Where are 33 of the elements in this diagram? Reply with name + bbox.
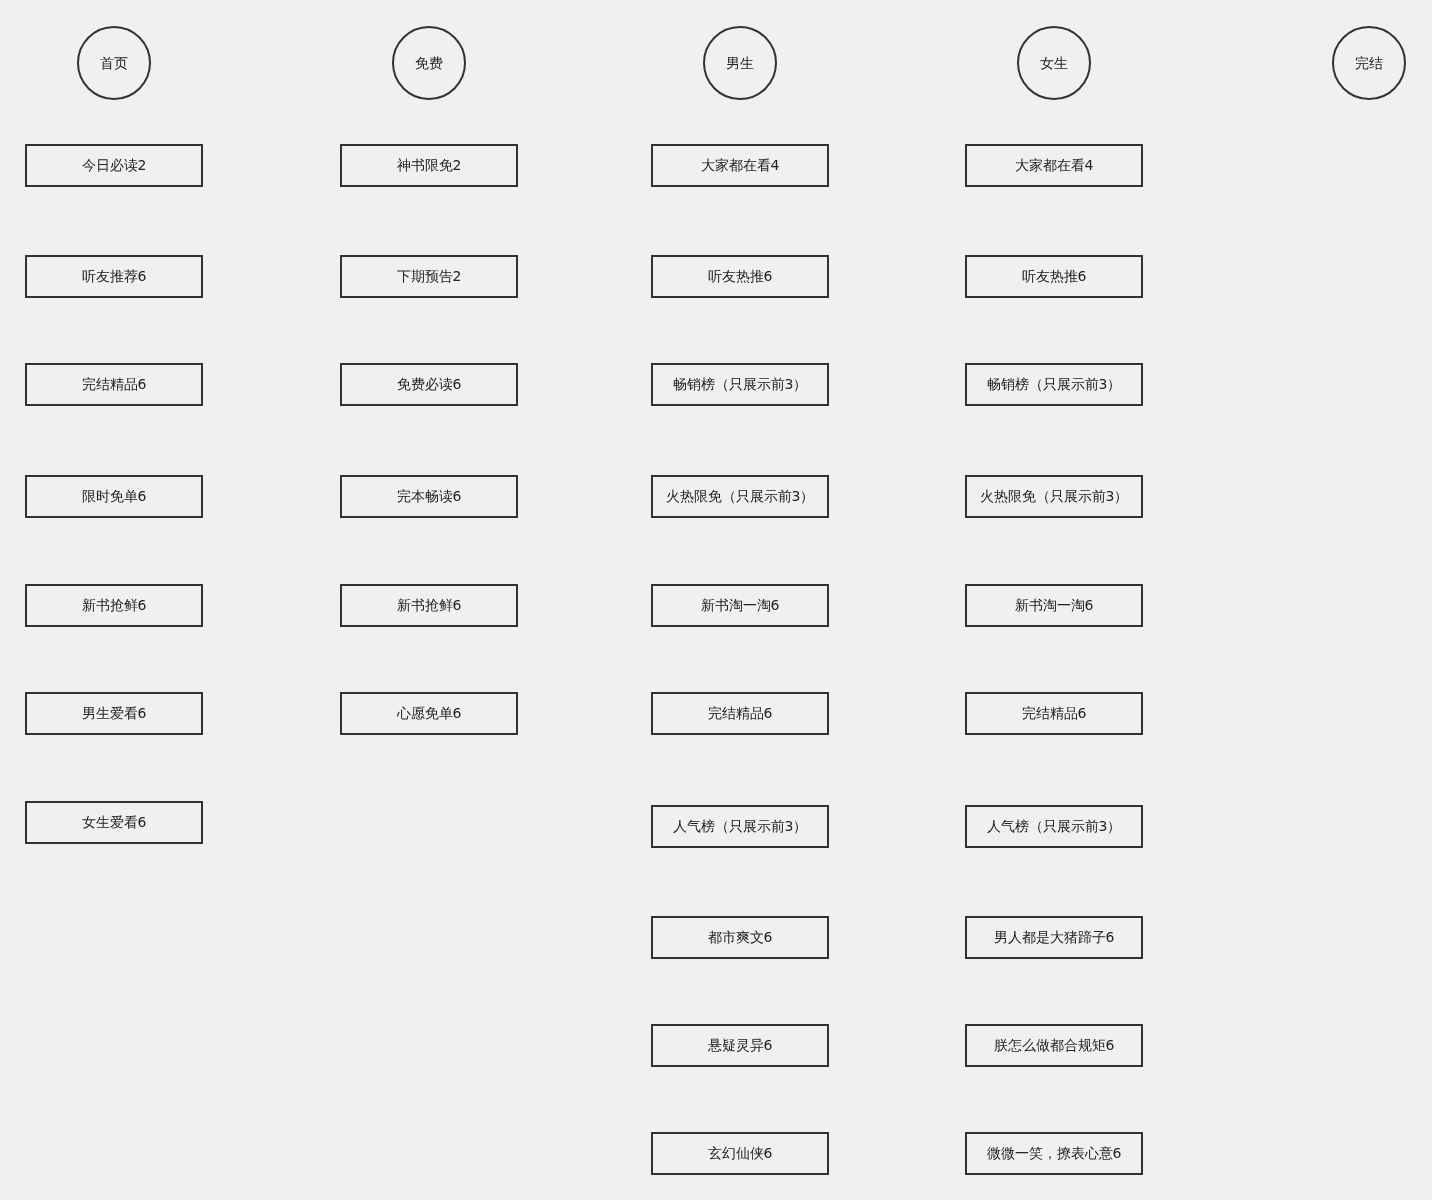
section-box: 完本畅读6 bbox=[340, 474, 518, 518]
section-box: 火热限免（只展示前3） bbox=[965, 474, 1143, 518]
section-box: 限时免单6 bbox=[25, 474, 203, 518]
section-box: 新书抢鲜6 bbox=[340, 583, 518, 627]
section-box: 听友热推6 bbox=[965, 254, 1143, 298]
section-box: 听友热推6 bbox=[651, 254, 829, 298]
section-box: 都市爽文6 bbox=[651, 915, 829, 959]
section-box: 朕怎么做都合规矩6 bbox=[965, 1023, 1143, 1067]
section-box: 火热限免（只展示前3） bbox=[651, 474, 829, 518]
section-box: 听友推荐6 bbox=[25, 254, 203, 298]
section-box: 畅销榜（只展示前3） bbox=[965, 362, 1143, 406]
section-box: 今日必读2 bbox=[25, 143, 203, 187]
section-box: 男生爱看6 bbox=[25, 691, 203, 735]
section-box: 大家都在看4 bbox=[651, 143, 829, 187]
section-box: 完结精品6 bbox=[651, 691, 829, 735]
section-box: 新书抢鲜6 bbox=[25, 583, 203, 627]
section-box: 心愿免单6 bbox=[340, 691, 518, 735]
section-box: 人气榜（只展示前3） bbox=[651, 804, 829, 848]
section-box: 大家都在看4 bbox=[965, 143, 1143, 187]
section-box: 完结精品6 bbox=[965, 691, 1143, 735]
section-box: 下期预告2 bbox=[340, 254, 518, 298]
section-box: 微微一笑，撩表心意6 bbox=[965, 1131, 1143, 1175]
section-box: 神书限免2 bbox=[340, 143, 518, 187]
section-box: 人气榜（只展示前3） bbox=[965, 804, 1143, 848]
section-box: 新书淘一淘6 bbox=[651, 583, 829, 627]
section-box: 女生爱看6 bbox=[25, 800, 203, 844]
section-box: 畅销榜（只展示前3） bbox=[651, 362, 829, 406]
section-box: 男人都是大猪蹄子6 bbox=[965, 915, 1143, 959]
section-box: 完结精品6 bbox=[25, 362, 203, 406]
section-box: 悬疑灵异6 bbox=[651, 1023, 829, 1067]
section-box: 免费必读6 bbox=[340, 362, 518, 406]
section-box: 玄幻仙侠6 bbox=[651, 1131, 829, 1175]
section-box: 新书淘一淘6 bbox=[965, 583, 1143, 627]
